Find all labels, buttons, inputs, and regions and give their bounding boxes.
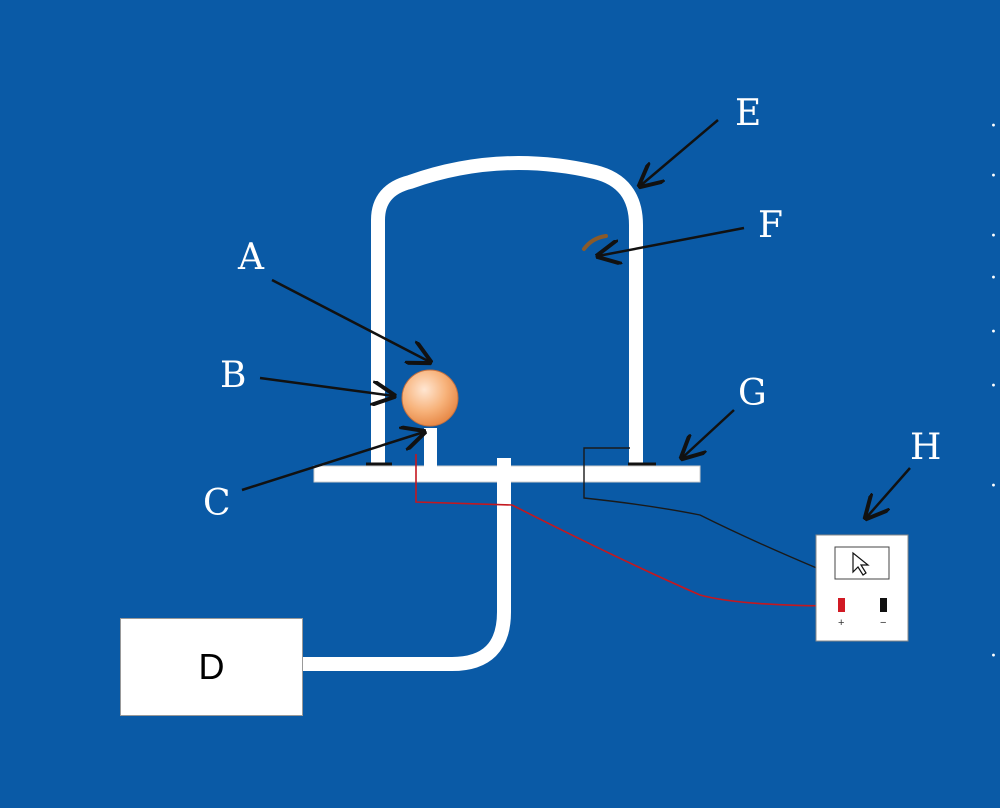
- bulb-stand: [424, 428, 437, 468]
- arrow-a: [271, 278, 430, 362]
- negative-symbol: −: [880, 617, 887, 629]
- positive-wire: [415, 454, 843, 607]
- positive-terminal: [838, 598, 845, 612]
- cropped-side-text: · · · · · · · ·: [990, 114, 997, 669]
- arrow-b: [259, 376, 394, 396]
- label-h: H: [910, 427, 942, 468]
- label-f: F: [758, 205, 783, 246]
- arrow-c: [241, 432, 424, 492]
- positive-symbol: +: [838, 617, 845, 629]
- label-b: B: [220, 355, 247, 396]
- arrow-g: [682, 409, 735, 458]
- arrow-h: [866, 467, 911, 518]
- box-d: D: [120, 618, 303, 716]
- negative-terminal: [880, 598, 887, 612]
- arrow-f: [598, 226, 745, 256]
- object-f: [582, 234, 608, 251]
- dome: [371, 156, 643, 465]
- label-g: G: [738, 373, 767, 414]
- bulb: [401, 369, 459, 427]
- label-c: C: [203, 483, 231, 524]
- label-a: A: [238, 237, 264, 278]
- label-d: D: [198, 646, 225, 687]
- cursor-icon: [852, 551, 870, 576]
- arrow-e: [640, 119, 719, 186]
- vacuum-pipe: [300, 458, 511, 671]
- label-e: E: [735, 93, 762, 134]
